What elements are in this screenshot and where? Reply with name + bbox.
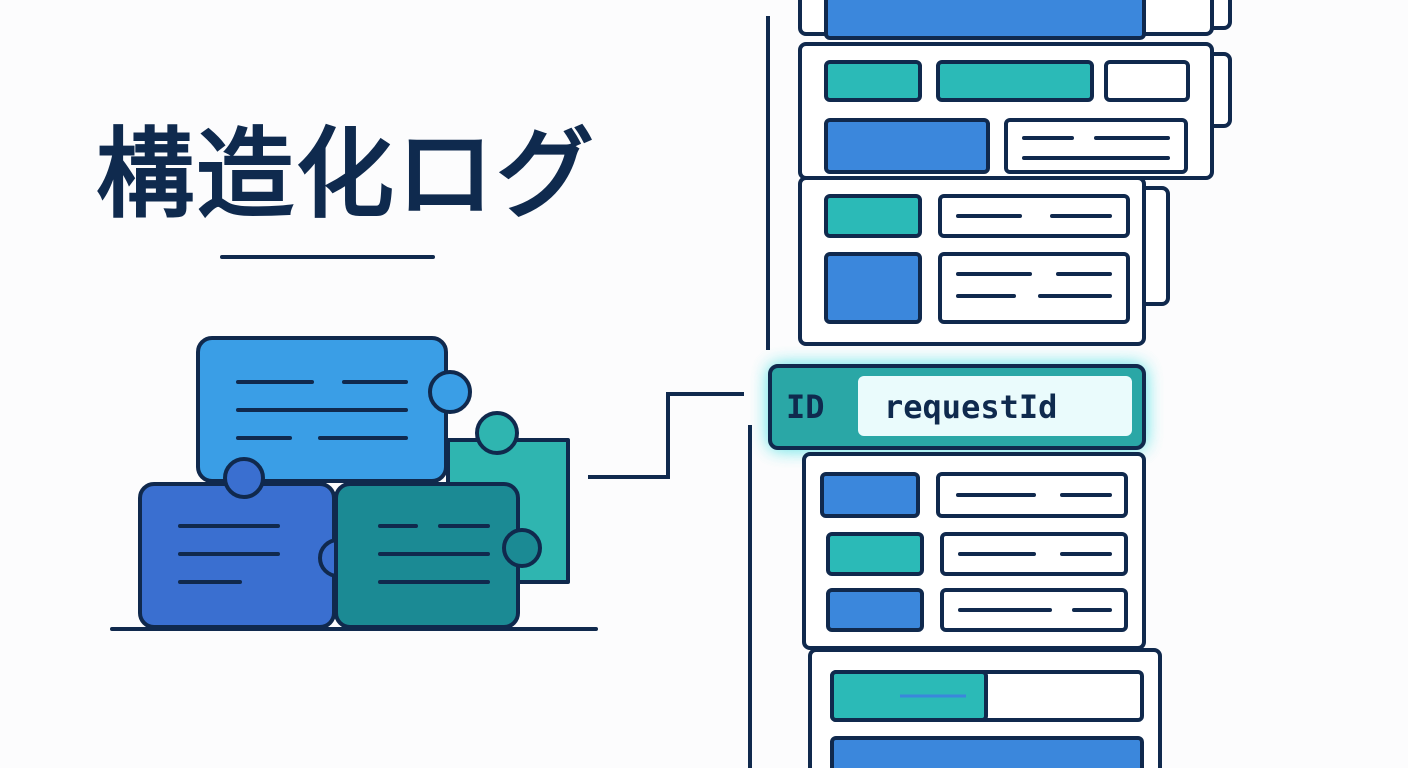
- log-card: [798, 42, 1232, 180]
- request-id-value: requestId: [884, 388, 1058, 426]
- connector-line: [588, 392, 744, 479]
- log-card: [798, 176, 1170, 346]
- log-card: [808, 648, 1162, 768]
- log-card: [798, 0, 1232, 40]
- log-stack-icon: [748, 0, 1232, 768]
- puzzle-text-lines: [178, 380, 490, 584]
- highlighted-id-card: [768, 364, 1146, 450]
- title-underline: [220, 255, 435, 259]
- puzzle-piece-bottom-left: [138, 457, 358, 629]
- log-card: [802, 452, 1146, 650]
- puzzle-pieces-icon: [138, 336, 570, 629]
- id-label: ID: [786, 388, 825, 426]
- page-title: 構造化ログ: [96, 118, 597, 232]
